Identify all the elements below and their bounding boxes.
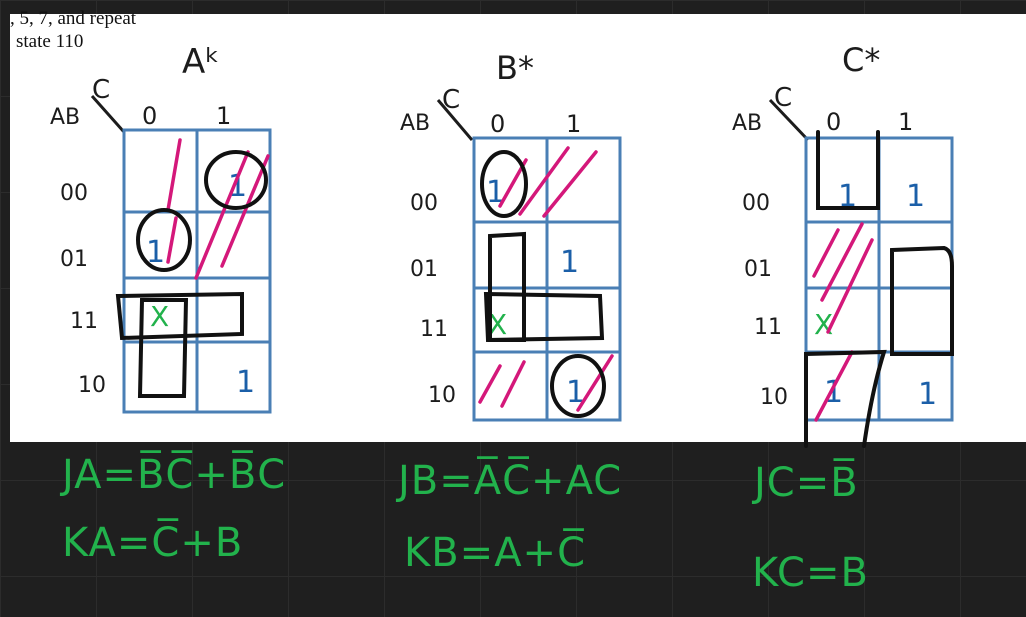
kmap-b-col-1: 1	[566, 110, 581, 138]
kmap-c-corner-slash	[768, 98, 810, 142]
equation-jb: JB=A̅C̅+AC	[398, 458, 623, 504]
kmap-a-title: Aᵏ	[182, 42, 220, 82]
equation-ja: JA=B̅C̅+B̅C	[62, 452, 287, 498]
kmap-c-pink-dontcare-hatch	[812, 222, 874, 422]
kmap-b-cell-00-0: 1	[486, 175, 505, 210]
kmap-c-col-0: 0	[826, 108, 841, 136]
kmap-b-cell-01-1: 1	[560, 245, 579, 280]
kmap-c-col-1: 1	[898, 108, 913, 136]
kmap-b-pink-dontcare-hatch	[478, 146, 614, 412]
header-cut-text: , 5, 7, and repeat	[10, 8, 137, 29]
kmap-b-row-00: 00	[410, 191, 438, 216]
kmap-a-pink-dontcare-hatch	[166, 138, 270, 280]
kmap-a-black-groupings	[115, 150, 268, 398]
kmap-b-black-groupings	[480, 150, 606, 418]
kmap-c-title: C*	[842, 41, 880, 79]
kmap-b-cell-10-1: 1	[566, 375, 585, 410]
kmap-a-row-10: 10	[78, 373, 106, 398]
kmap-c-row-11: 11	[754, 315, 782, 340]
kmap-b-corner-ab: AB	[400, 111, 430, 136]
kmap-a-cell-00-1: 1	[228, 169, 247, 204]
kmap-c-cell-10-1: 1	[918, 377, 937, 412]
equation-ka: KA=C̅+B	[62, 520, 244, 566]
kmap-b: B* C AB 0 1 00 01 11 10 1 1 X 1	[400, 49, 622, 422]
kmap-b-row-10: 10	[428, 383, 456, 408]
kmap-b-cell-11-0: X	[488, 308, 507, 341]
kmap-b-title: B*	[496, 49, 534, 87]
kmap-a-row-01: 01	[60, 247, 88, 272]
kmap-c-cell-00-1: 1	[906, 179, 925, 214]
kmap-c-cell-10-0: 1	[824, 375, 843, 410]
kmap-b-row-11: 11	[420, 317, 448, 342]
kmap-a-col-0: 0	[142, 102, 157, 130]
kmap-a-col-1: 1	[216, 102, 231, 130]
kmap-a-corner-slash	[90, 95, 126, 133]
kmap-c-cell-00-0: 1	[838, 179, 857, 214]
equation-jc: JC=B̅	[754, 460, 859, 506]
kmap-a-corner-ab: AB	[50, 105, 80, 130]
equation-kc: KC=B	[752, 550, 869, 596]
kmap-c-corner-ab: AB	[732, 111, 762, 136]
kmap-b-corner-c: C	[442, 85, 460, 115]
kmap-b-corner-slash	[436, 99, 474, 141]
kmap-c-row-10: 10	[760, 385, 788, 410]
kmap-a-cell-01-0: 1	[146, 235, 165, 270]
kmap-c-row-01: 01	[744, 257, 772, 282]
kmap-b-col-0: 0	[490, 110, 505, 138]
kmap-a-cell-10-1: 1	[236, 365, 255, 400]
kmap-a-cell-11-0: X	[150, 300, 169, 333]
header-state-text: state 110	[16, 31, 84, 52]
kmap-a-row-11: 11	[70, 309, 98, 334]
kmap-a-corner-c: C	[92, 75, 110, 105]
equation-kb: KB=A+C̅	[404, 530, 586, 576]
kmap-a: Aᵏ C AB 0 1 00 01 11 10 1 1 X 1	[50, 42, 272, 414]
kmap-c-corner-c: C	[774, 83, 792, 113]
kmap-c: C* C AB 0 1 00 01 11 10 1 1 X 1 1	[732, 41, 954, 448]
kmap-c-row-00: 00	[742, 191, 770, 216]
kmap-c-black-groupings	[804, 130, 954, 448]
kmap-b-row-01: 01	[410, 257, 438, 282]
kmap-a-row-00: 00	[60, 181, 88, 206]
kmap-b-grid	[472, 136, 622, 422]
